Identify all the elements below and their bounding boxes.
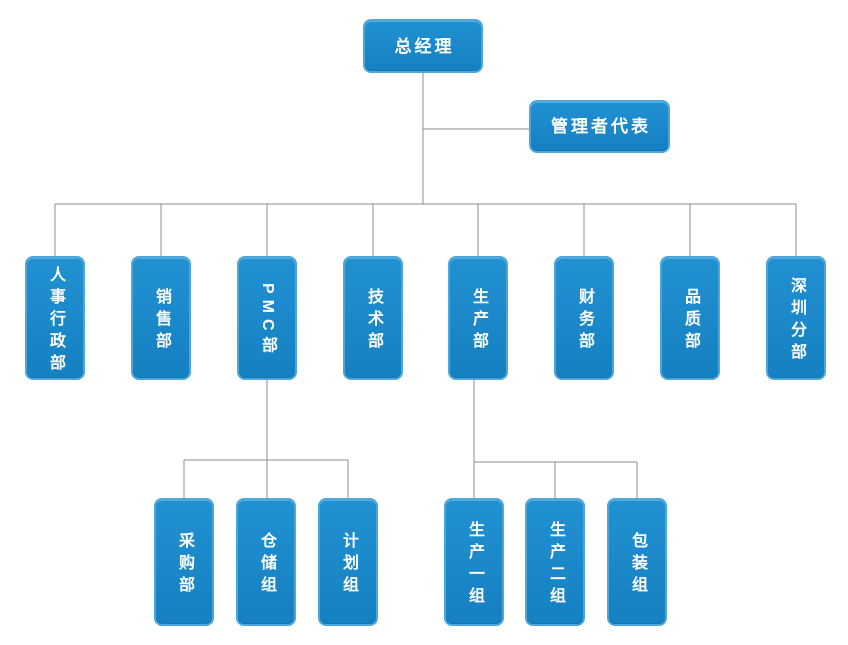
org-node-sales-dept[interactable]: 销售部	[131, 256, 191, 380]
org-node-label: 仓储组	[258, 532, 275, 598]
org-node-general-manager[interactable]: 总经理	[363, 19, 483, 73]
org-node-label: 生产二组	[547, 521, 564, 609]
org-node-tech-dept[interactable]: 技术部	[343, 256, 403, 380]
org-node-label: 包装组	[629, 532, 646, 598]
org-node-planning-group[interactable]: 计划组	[318, 498, 378, 626]
org-node-production-dept[interactable]: 生产部	[448, 256, 508, 380]
org-node-warehouse-group[interactable]: 仓储组	[236, 498, 296, 626]
org-node-label: 采购部	[176, 532, 193, 598]
org-node-label: 财务部	[576, 288, 593, 354]
org-node-hr-admin-dept[interactable]: 人事行政部	[25, 256, 85, 380]
org-node-packaging-group[interactable]: 包装组	[607, 498, 667, 626]
org-node-pmc-dept[interactable]: PMC部	[237, 256, 297, 380]
org-node-label: PMC部	[259, 283, 276, 359]
org-node-label: 管理者代表	[551, 117, 651, 136]
org-node-production-group-1[interactable]: 生产一组	[444, 498, 504, 626]
org-node-finance-dept[interactable]: 财务部	[554, 256, 614, 380]
org-node-label: 人事行政部	[47, 266, 64, 376]
org-node-quality-dept[interactable]: 品质部	[660, 256, 720, 380]
org-node-label: 总经理	[394, 36, 455, 56]
org-node-label: 技术部	[365, 288, 382, 354]
org-node-label: 计划组	[340, 532, 357, 598]
org-node-label: 生产部	[470, 288, 487, 354]
org-node-purchasing-dept[interactable]: 采购部	[154, 498, 214, 626]
org-node-label: 深圳分部	[788, 277, 805, 365]
org-node-shenzhen-branch[interactable]: 深圳分部	[766, 256, 826, 380]
org-node-label: 生产一组	[466, 521, 483, 609]
org-node-label: 品质部	[682, 288, 699, 354]
org-node-management-representative[interactable]: 管理者代表	[529, 100, 670, 153]
org-node-production-group-2[interactable]: 生产二组	[525, 498, 585, 626]
org-node-label: 销售部	[153, 288, 170, 354]
